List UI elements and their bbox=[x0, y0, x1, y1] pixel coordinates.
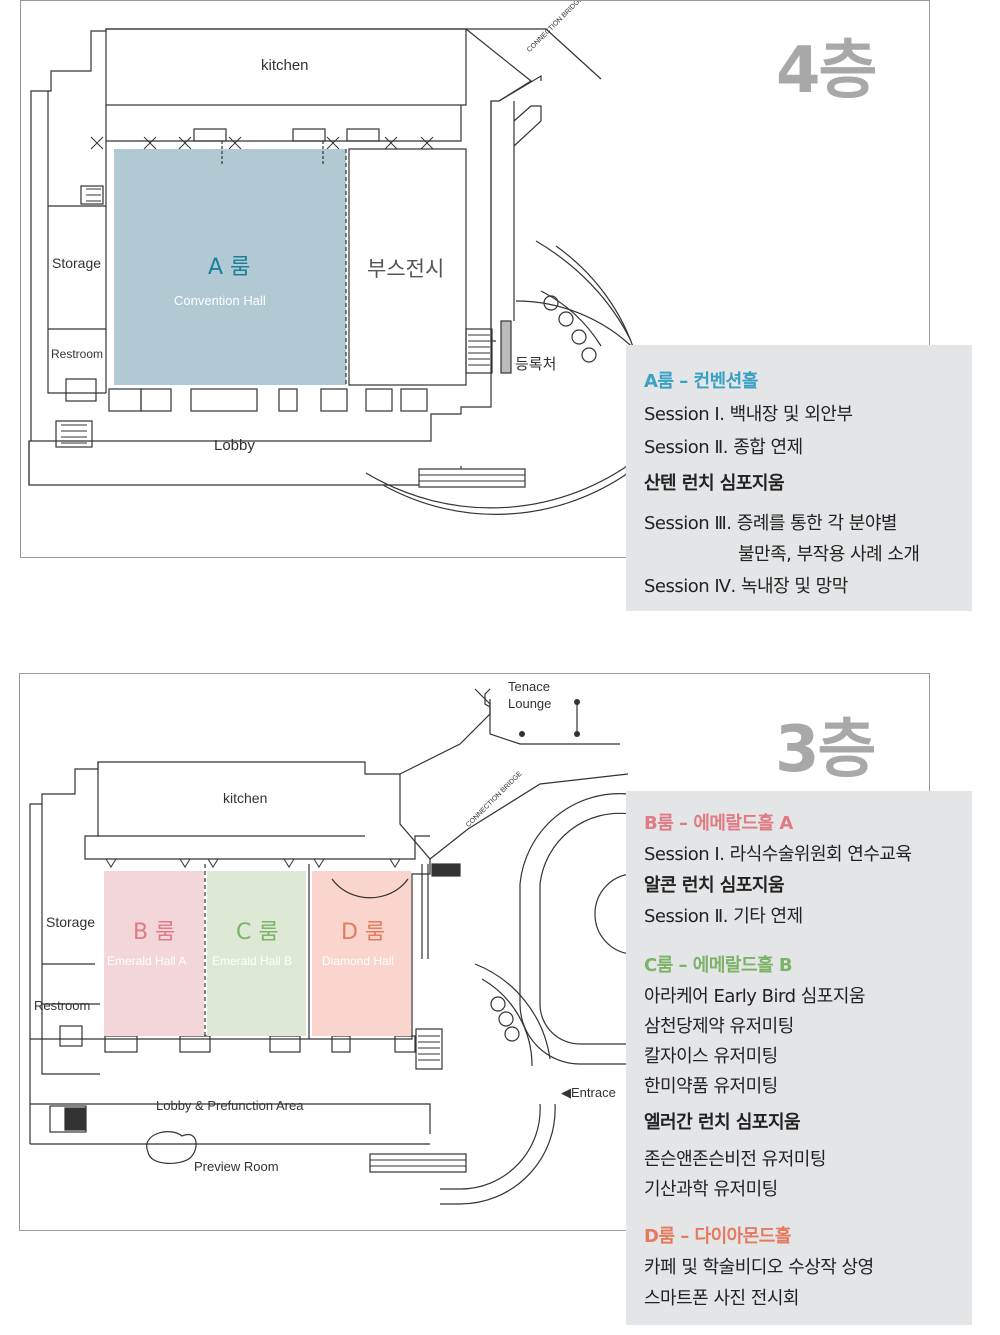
floor-3-number: 3층 bbox=[775, 713, 876, 787]
room-a-subtitle: Convention Hall bbox=[174, 293, 266, 308]
room-d-heading: D룸 – 다이아몬드홀 bbox=[644, 1226, 791, 1247]
schedule-line: 스마트폰 사진 전시회 bbox=[644, 1288, 799, 1309]
schedule-line: Session Ⅳ. 녹내장 및 망막 bbox=[644, 576, 848, 597]
kitchen-label: kitchen bbox=[223, 790, 268, 806]
terrace-label: Tenace bbox=[508, 679, 550, 694]
preview-room-label: Preview Room bbox=[194, 1159, 279, 1174]
schedule-line: Session Ⅰ. 백내장 및 외안부 bbox=[644, 404, 853, 425]
registration-label: 등록처 bbox=[515, 355, 557, 373]
storage-label: Storage bbox=[52, 255, 102, 271]
schedule-line: Session Ⅱ. 기타 연제 bbox=[644, 906, 803, 927]
room-b-heading: B룸 – 에메랄드홀 A bbox=[644, 813, 793, 834]
room-c-heading: C룸 – 에메랄드홀 B bbox=[644, 955, 793, 976]
schedule-line: 삼천당제약 유저미팅 bbox=[644, 1016, 794, 1037]
lobby-prefunction-label: Lobby & Prefunction Area bbox=[156, 1098, 304, 1113]
room-a-title: A 룸 bbox=[208, 255, 251, 280]
lounge-label: Lounge bbox=[508, 696, 552, 711]
schedule-line: 불만족, 부작용 사례 소개 bbox=[738, 544, 920, 565]
booth-label: 부스전시 bbox=[367, 257, 445, 281]
schedule-line: 칼자이스 유저미팅 bbox=[644, 1046, 778, 1067]
floor-3-linework bbox=[29, 688, 631, 1205]
room-d-title: D 룸 bbox=[341, 920, 386, 945]
lunch-symposium-line: 알콘 런치 심포지움 bbox=[644, 875, 785, 896]
schedule-line: Session Ⅲ. 증례를 통한 각 분야별 bbox=[644, 513, 897, 534]
floor-4-plan: 4층 kitchen Storage Restroom Lobby 부스전시 등… bbox=[20, 0, 930, 558]
restroom-label: Restroom bbox=[34, 998, 91, 1013]
restroom-label: Restroom bbox=[51, 347, 104, 361]
schedule-line: 아라케어 Early Bird 심포지움 bbox=[644, 986, 865, 1007]
room-b-subtitle: Emerald Hall A bbox=[107, 954, 187, 968]
schedule-line: Session Ⅱ. 종합 연제 bbox=[644, 437, 803, 458]
room-d-subtitle: Diamond Hall bbox=[322, 954, 395, 968]
room-c-subtitle: Emerald Hall B bbox=[212, 954, 293, 968]
schedule-line: 한미약품 유저미팅 bbox=[644, 1076, 778, 1097]
room-c-title: C 룸 bbox=[236, 920, 279, 945]
lunch-symposium-line: 엘러간 런치 심포지움 bbox=[644, 1112, 801, 1133]
storage-label: Storage bbox=[46, 914, 96, 930]
floor-4-number: 4층 bbox=[776, 34, 877, 108]
schedule-line: 존슨앤존슨비전 유저미팅 bbox=[644, 1149, 826, 1170]
floor-4-schedule-box: A룸 – 컨벤션홀 Session Ⅰ. 백내장 및 외안부 Session Ⅱ… bbox=[626, 345, 972, 611]
floor-3-schedule-box: B룸 – 에메랄드홀 A Session Ⅰ. 라식수술위원회 연수교육 알콘 … bbox=[626, 791, 972, 1325]
lobby-label: Lobby bbox=[214, 437, 255, 454]
room-a-heading: A룸 – 컨벤션홀 bbox=[644, 371, 758, 392]
floor-4-linework bbox=[28, 28, 687, 515]
lunch-symposium-line: 산텐 런치 심포지움 bbox=[644, 473, 785, 494]
entrance-label: ◀Entrace bbox=[561, 1085, 616, 1100]
kitchen-label: kitchen bbox=[261, 57, 309, 74]
schedule-line: Session Ⅰ. 라식수술위원회 연수교육 bbox=[644, 844, 912, 865]
schedule-line: 카페 및 학술비디오 수상작 상영 bbox=[644, 1257, 874, 1278]
room-b-title: B 룸 bbox=[133, 920, 176, 945]
schedule-line: 기산과학 유저미팅 bbox=[644, 1179, 778, 1200]
